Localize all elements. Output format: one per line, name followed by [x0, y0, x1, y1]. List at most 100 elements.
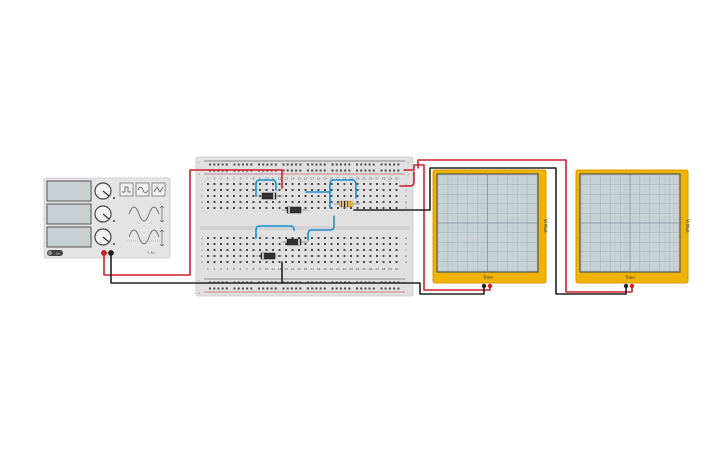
- rail-hole[interactable]: [319, 169, 322, 172]
- rail-hole[interactable]: [388, 163, 391, 166]
- terminal-hole[interactable]: [213, 207, 216, 209]
- terminal-hole[interactable]: [317, 243, 320, 245]
- terminal-hole[interactable]: [285, 201, 287, 203]
- terminal-hole[interactable]: [389, 261, 391, 263]
- terminal-hole[interactable]: [395, 201, 398, 203]
- terminal-hole[interactable]: [389, 183, 391, 185]
- rail-hole[interactable]: [266, 287, 269, 290]
- terminal-hole[interactable]: [343, 237, 346, 239]
- terminal-hole[interactable]: [311, 189, 313, 191]
- terminal-hole[interactable]: [298, 201, 300, 203]
- terminal-hole[interactable]: [239, 243, 242, 245]
- rail-hole[interactable]: [221, 163, 224, 166]
- terminal-hole[interactable]: [226, 237, 229, 239]
- rail-hole[interactable]: [311, 287, 314, 290]
- rail-hole[interactable]: [295, 163, 298, 166]
- terminal-hole[interactable]: [363, 201, 365, 203]
- rail-hole[interactable]: [364, 287, 367, 290]
- oscilloscope-2[interactable]: Vi Mult Time: [575, 169, 690, 289]
- rail-hole[interactable]: [348, 287, 351, 290]
- terminal-hole[interactable]: [291, 201, 294, 203]
- rail-hole[interactable]: [274, 287, 277, 290]
- terminal-hole[interactable]: [252, 189, 255, 191]
- terminal-hole[interactable]: [278, 189, 281, 191]
- rail-hole[interactable]: [246, 287, 249, 290]
- terminal-hole[interactable]: [304, 207, 307, 209]
- rail-hole[interactable]: [388, 287, 391, 290]
- terminal-hole[interactable]: [304, 261, 307, 263]
- components[interactable]: [256, 192, 360, 260]
- rail-hole[interactable]: [315, 169, 318, 172]
- terminal-hole[interactable]: [239, 255, 242, 257]
- rail-hole[interactable]: [217, 163, 220, 166]
- terminal-hole[interactable]: [233, 201, 235, 203]
- terminal-hole[interactable]: [278, 237, 281, 239]
- terminal-hole[interactable]: [213, 249, 216, 251]
- terminal-hole[interactable]: [298, 195, 300, 197]
- rail-hole[interactable]: [290, 287, 293, 290]
- terminal-hole[interactable]: [220, 189, 222, 191]
- rail-hole[interactable]: [241, 287, 244, 290]
- rail-hole[interactable]: [335, 169, 338, 172]
- terminal-hole[interactable]: [285, 183, 287, 185]
- terminal-hole[interactable]: [382, 189, 385, 191]
- terminal-hole[interactable]: [337, 195, 339, 197]
- terminal-hole[interactable]: [213, 189, 216, 191]
- terminal-hole[interactable]: [363, 255, 365, 257]
- terminal-hole[interactable]: [213, 183, 216, 185]
- terminal-hole[interactable]: [252, 237, 255, 239]
- terminal-hole[interactable]: [389, 195, 391, 197]
- terminal-hole[interactable]: [376, 261, 378, 263]
- terminal-hole[interactable]: [304, 249, 307, 251]
- rail-hole[interactable]: [307, 287, 309, 290]
- terminal-hole[interactable]: [369, 255, 372, 257]
- terminal-hole[interactable]: [246, 189, 248, 191]
- wire-scope1-black[interactable]: [403, 282, 485, 295]
- rail-hole[interactable]: [270, 287, 273, 290]
- terminal-hole[interactable]: [369, 183, 372, 185]
- terminal-hole[interactable]: [207, 195, 209, 197]
- terminal-hole[interactable]: [226, 255, 229, 257]
- rail-hole[interactable]: [323, 169, 326, 172]
- terminal-hole[interactable]: [220, 195, 222, 197]
- terminal-hole[interactable]: [389, 243, 391, 245]
- rail-hole[interactable]: [339, 163, 342, 166]
- terminal-hole[interactable]: [291, 255, 294, 257]
- terminal-hole[interactable]: [272, 249, 274, 251]
- rail-hole[interactable]: [364, 169, 367, 172]
- terminal-hole[interactable]: [272, 189, 274, 191]
- terminal-hole[interactable]: [278, 207, 281, 209]
- wire-blue-5[interactable]: [307, 215, 335, 241]
- terminal-hole[interactable]: [265, 201, 268, 203]
- wire-scope2-red[interactable]: [417, 159, 633, 293]
- terminal-hole[interactable]: [233, 189, 235, 191]
- terminal-hole[interactable]: [207, 207, 209, 209]
- terminal-hole[interactable]: [265, 189, 268, 191]
- terminal-hole[interactable]: [278, 183, 281, 185]
- terminal-hole[interactable]: [239, 237, 242, 239]
- terminal-hole[interactable]: [239, 207, 242, 209]
- terminal-hole[interactable]: [285, 255, 287, 257]
- rail-hole[interactable]: [397, 163, 400, 166]
- diode-1[interactable]: [256, 192, 284, 200]
- rail-hole[interactable]: [311, 169, 314, 172]
- breadboard[interactable]: − + − + − + 1122334455667788991010111112…: [195, 156, 414, 297]
- rail-hole[interactable]: [282, 287, 285, 290]
- oscilloscope-2-negative-probe[interactable]: [623, 283, 629, 289]
- terminal-hole[interactable]: [246, 201, 248, 203]
- terminal-hole[interactable]: [317, 237, 320, 239]
- terminal-hole[interactable]: [343, 195, 346, 197]
- terminal-hole[interactable]: [311, 249, 313, 251]
- terminal-hole[interactable]: [311, 261, 313, 263]
- terminal-hole[interactable]: [382, 237, 385, 239]
- rail-hole[interactable]: [339, 287, 342, 290]
- frequency-knob[interactable]: [94, 182, 112, 200]
- rail-hole[interactable]: [274, 163, 277, 166]
- terminal-hole[interactable]: [311, 183, 313, 185]
- terminal-hole[interactable]: [376, 243, 378, 245]
- terminal-hole[interactable]: [369, 207, 372, 209]
- terminal-hole[interactable]: [265, 183, 268, 185]
- wire-blue-4[interactable]: [255, 225, 295, 239]
- rail-hole[interactable]: [290, 163, 293, 166]
- terminal-hole[interactable]: [324, 183, 326, 185]
